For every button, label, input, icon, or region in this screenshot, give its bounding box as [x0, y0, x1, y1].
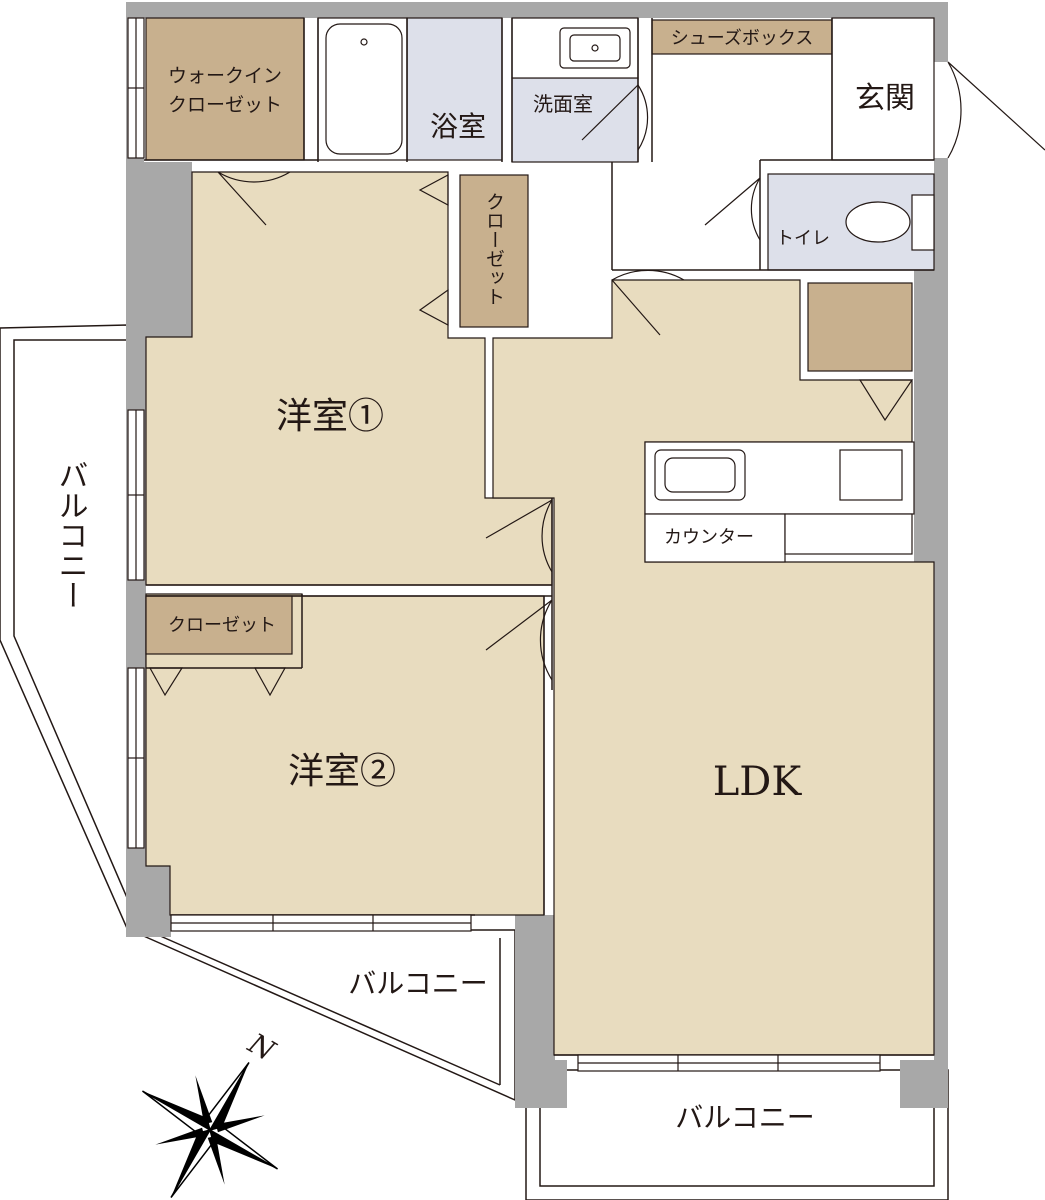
compass: N: [141, 1026, 282, 1199]
washroom-floor: [511, 77, 639, 163]
balcony-right-label: バルコニー: [675, 1101, 814, 1134]
wet-areas: [406, 17, 935, 271]
walk-in-closet: [145, 17, 305, 161]
room-floors: [145, 171, 935, 1056]
windows: [127, 17, 881, 1072]
doors: [148, 61, 1045, 697]
ldk-floor: [492, 279, 935, 1056]
closet-vertical-label: クローゼット: [483, 192, 505, 306]
labels: ウォークイン クローゼット 浴室 洗面室 シューズボックス 玄関 トイレ クロー…: [53, 28, 916, 1134]
balcony-left: [0, 324, 132, 936]
counter-label: カウンター: [664, 527, 754, 548]
toilet-label: トイレ: [776, 228, 830, 249]
entrance-label: 玄関: [855, 81, 915, 116]
closet-room2-label: クローゼット: [168, 615, 276, 636]
washroom-label: 洗面室: [533, 92, 593, 116]
bath-label: 浴室: [430, 110, 486, 143]
walls: [126, 2, 948, 1108]
shoe-box-label: シューズボックス: [671, 28, 814, 49]
ldk-label: LDK: [713, 759, 803, 805]
balcony-left-label: バルコニー: [53, 460, 88, 610]
bath-floor: [406, 17, 503, 161]
balcony-middle-label: バルコニー: [348, 967, 487, 1000]
north-label: N: [242, 1026, 282, 1068]
fixtures: [325, 23, 935, 563]
closet-vertical: [459, 174, 529, 328]
shoe-box: [651, 19, 833, 55]
ldk-storage: [807, 282, 913, 372]
walk-in-closet-label-1: ウォークイン: [168, 65, 282, 87]
balcony-bottom-right: [525, 1069, 949, 1200]
walk-in-closet-label-2: クローゼット: [168, 94, 282, 116]
balcony-bottom-middle: [129, 929, 516, 1102]
storage-areas: [145, 17, 913, 655]
closet-room2: [145, 595, 293, 655]
western-room-1-label: 洋室①: [276, 396, 384, 437]
western-room-2-label: 洋室②: [288, 751, 396, 792]
